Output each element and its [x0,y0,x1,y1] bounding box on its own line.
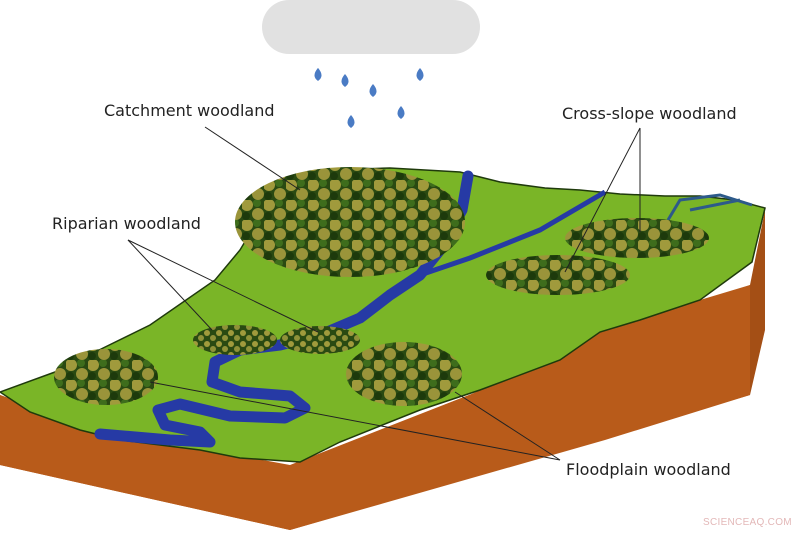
watermark: SCIENCEAQ.COM [703,517,792,528]
label-floodplain-woodland: Floodplain woodland [566,460,731,479]
riparian-woodland-left [193,325,277,355]
soil-front-face-fill [0,285,750,530]
cross-slope-woodland-upper [565,218,709,258]
label-cross-slope-woodland: Cross-slope woodland [562,104,737,123]
leader-lines [127,126,641,461]
label-catchment-woodland: Catchment woodland [104,101,275,120]
cross-slope-woodland-lower [486,255,630,295]
raindrop-icons [314,68,424,128]
rain-cloud [262,0,480,54]
riparian-woodland-right [280,326,360,354]
river [94,170,474,448]
soil-right-face [750,210,765,395]
tributary [419,189,607,278]
catchment-woodland [235,167,465,277]
floodplain-woodland-right [346,342,462,406]
floodplain-woodland-left [54,349,158,405]
tributary-right [666,193,753,221]
label-riparian-woodland: Riparian woodland [52,214,201,233]
